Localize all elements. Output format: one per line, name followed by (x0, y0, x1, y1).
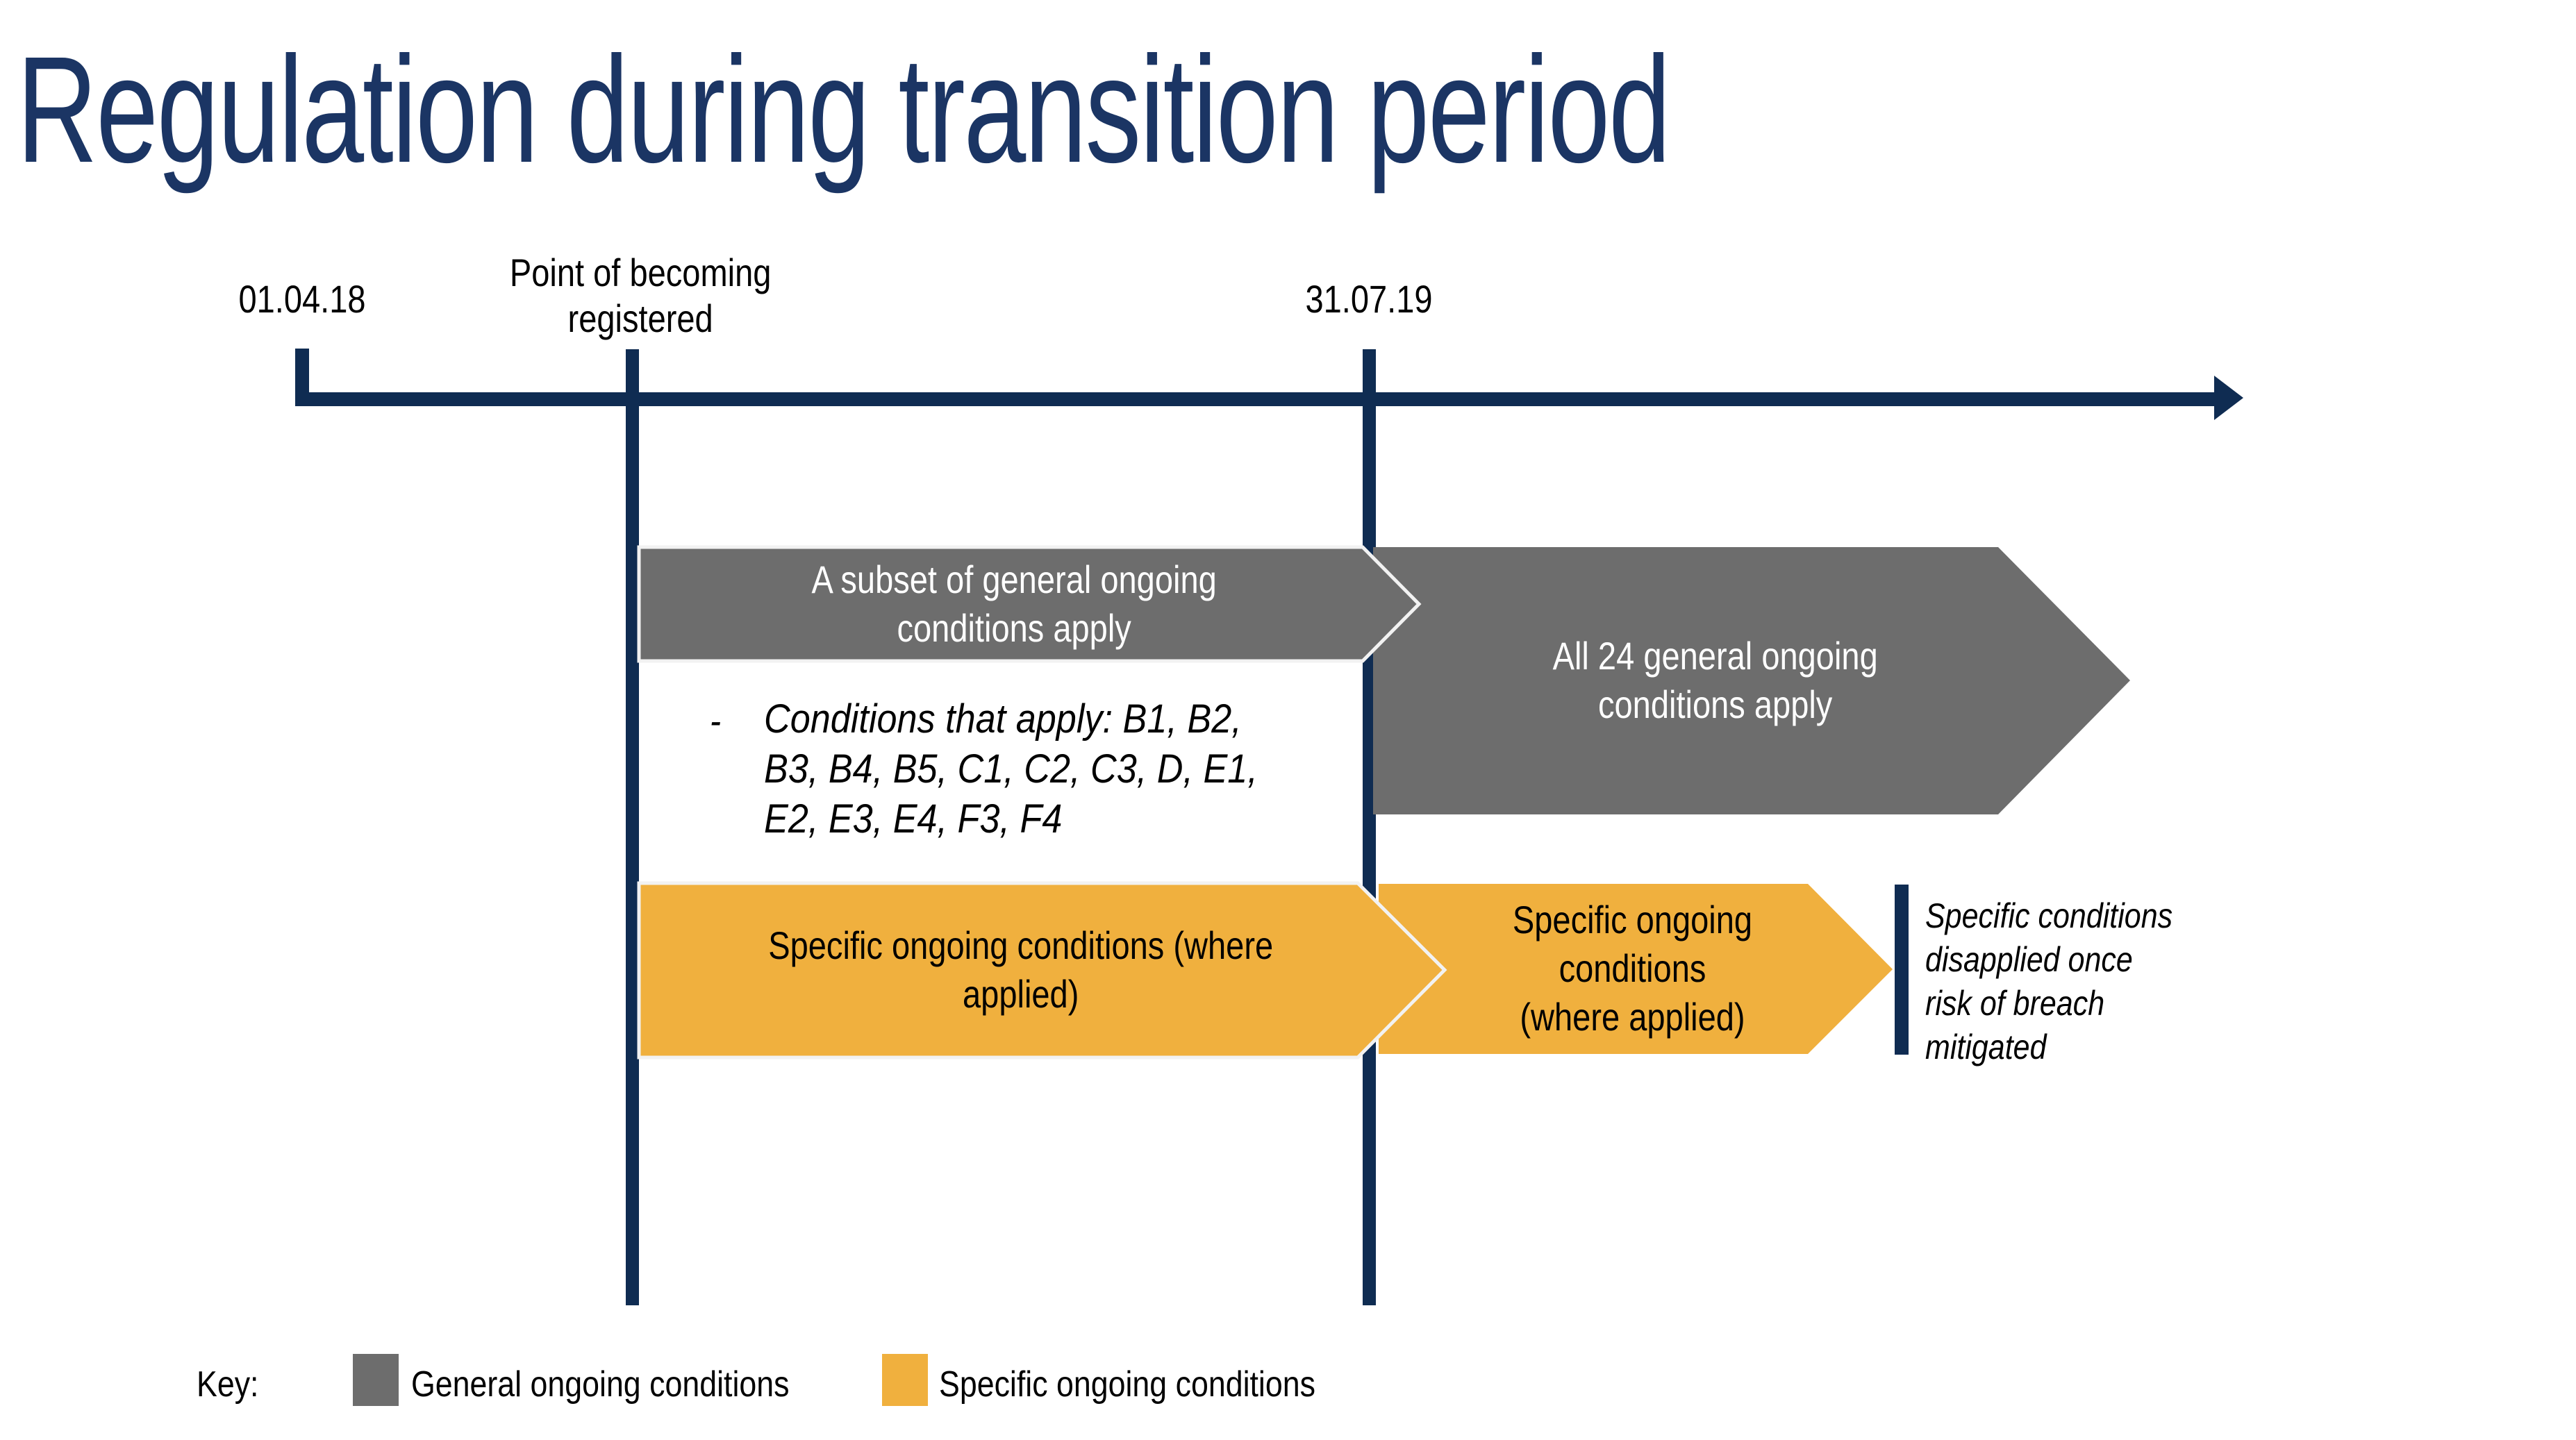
page-title-text: Regulation during transition period (17, 26, 1671, 194)
note-separator-bar (1895, 885, 1909, 1055)
specific-conditions-note: Specific conditions disapplied once risk… (1925, 896, 2173, 1066)
timeline-start-tick (295, 349, 309, 405)
key-swatch-general (353, 1354, 399, 1406)
conditions-bullet-text: Conditions that apply: B1, B2, B3, B4, B… (764, 696, 1258, 842)
timeline-label-registration: Point of becoming registered (509, 251, 772, 340)
registration-vertical-line (626, 349, 639, 1305)
timeline-label-mid-date: 31.07.19 (1305, 277, 1433, 321)
general-phase1-label: A subset of general ongoing conditions a… (811, 558, 1217, 650)
key-item-general-label: General ongoing conditions (411, 1364, 790, 1405)
general-phase2-label: All 24 general ongoing conditions apply (1552, 634, 1879, 726)
key-label: Key: (197, 1364, 259, 1405)
general-phase2-arrow (1373, 547, 2130, 814)
page-title: Regulation during transition period (17, 35, 2517, 186)
timeline-arrowhead-icon (2214, 376, 2243, 420)
specific-phase1-label: Specific ongoing conditions (where appli… (768, 923, 1274, 1016)
conditions-bullet-dash: - (710, 698, 722, 742)
timeline-axis (295, 392, 2214, 406)
key-item-specific-label: Specific ongoing conditions (939, 1364, 1315, 1405)
general-phase1-arrow (637, 545, 1422, 663)
specific-phase1-arrow (637, 881, 1447, 1060)
key-swatch-specific (882, 1354, 928, 1406)
timeline-label-start-date: 01.04.18 (238, 277, 366, 321)
specific-phase2-arrow (1379, 884, 1893, 1054)
specific-phase2-label: Specific ongoing conditions (where appli… (1512, 898, 1752, 1039)
